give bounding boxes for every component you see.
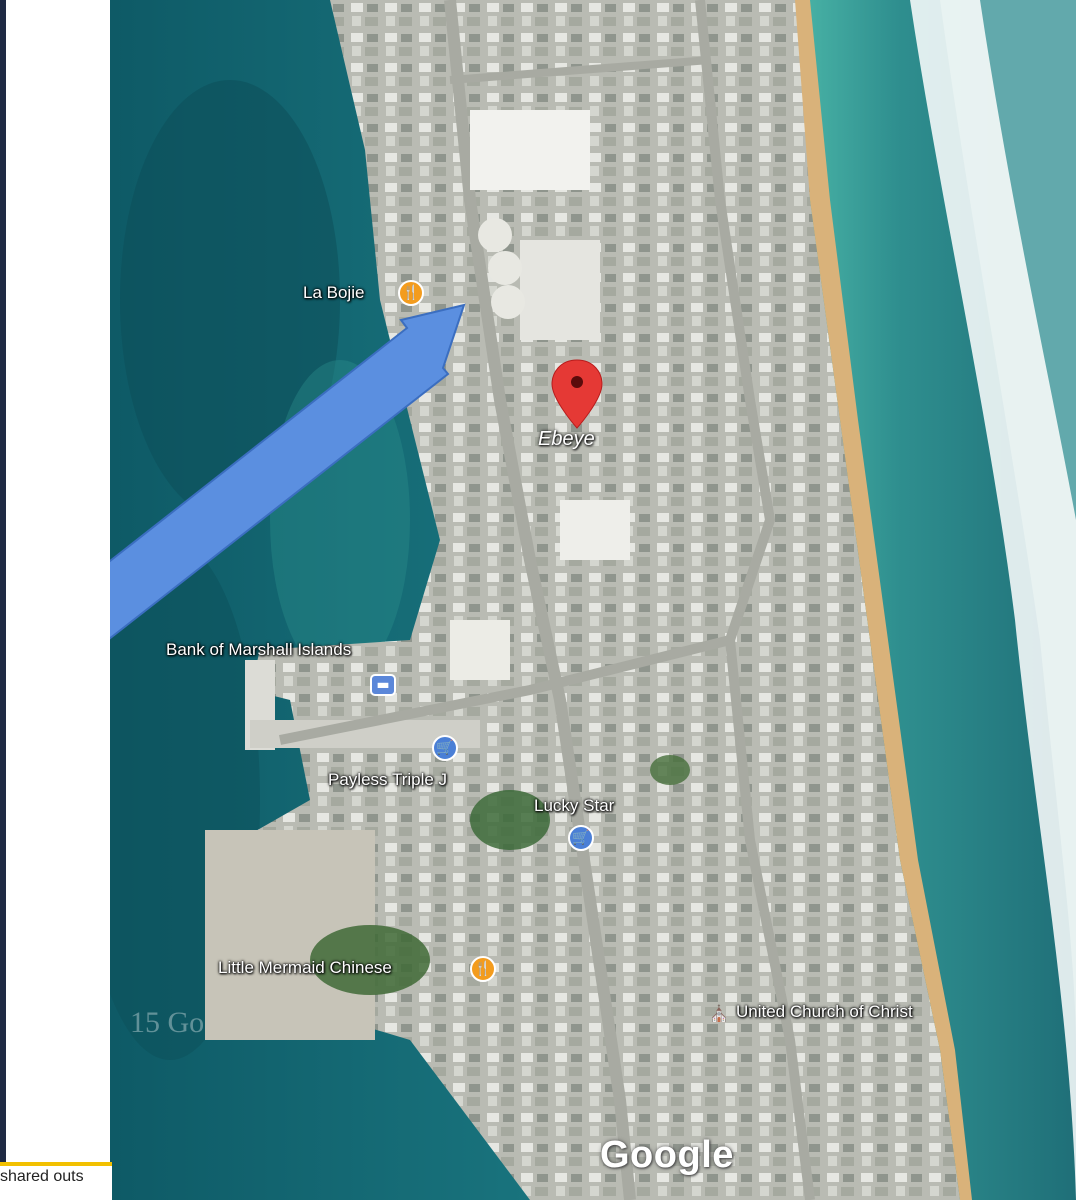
- label-ebeye[interactable]: Ebeye: [538, 428, 595, 450]
- label-little-mermaid[interactable]: Little Mermaid Chinese: [218, 958, 392, 977]
- label-la-bojie[interactable]: La Bojie: [303, 283, 365, 302]
- google-watermark: Google: [600, 1134, 734, 1176]
- bank-icon[interactable]: ▬: [370, 674, 396, 696]
- shopping-cart-icon[interactable]: 🛒: [432, 735, 458, 761]
- restaurant-icon[interactable]: 🍴: [398, 280, 424, 306]
- church-icon[interactable]: ⛪: [709, 1003, 729, 1023]
- satellite-map[interactable]: La Bojie 🍴 Ebeye Bank of Marshall Island…: [110, 0, 1076, 1200]
- footer-text: shared outs: [0, 1168, 84, 1185]
- blue-arrow: [110, 303, 466, 640]
- label-bank[interactable]: Bank of Marshall Islands: [166, 640, 352, 659]
- shopping-cart-icon[interactable]: 🛒: [568, 825, 594, 851]
- map-copyright: 15 Go: [130, 1006, 205, 1039]
- label-payless[interactable]: Payless Triple J: [328, 770, 448, 789]
- slide-footer: shared outs: [0, 1162, 112, 1200]
- map-imagery: [110, 0, 1076, 1200]
- footer-accent-line: [0, 1162, 112, 1166]
- restaurant-icon[interactable]: 🍴: [470, 956, 496, 982]
- label-lucky-star[interactable]: Lucky Star: [534, 796, 615, 815]
- map-pin-icon: [551, 359, 603, 429]
- left-edge-strip: [0, 0, 6, 1200]
- label-united-church[interactable]: United Church of Christ: [736, 1002, 913, 1021]
